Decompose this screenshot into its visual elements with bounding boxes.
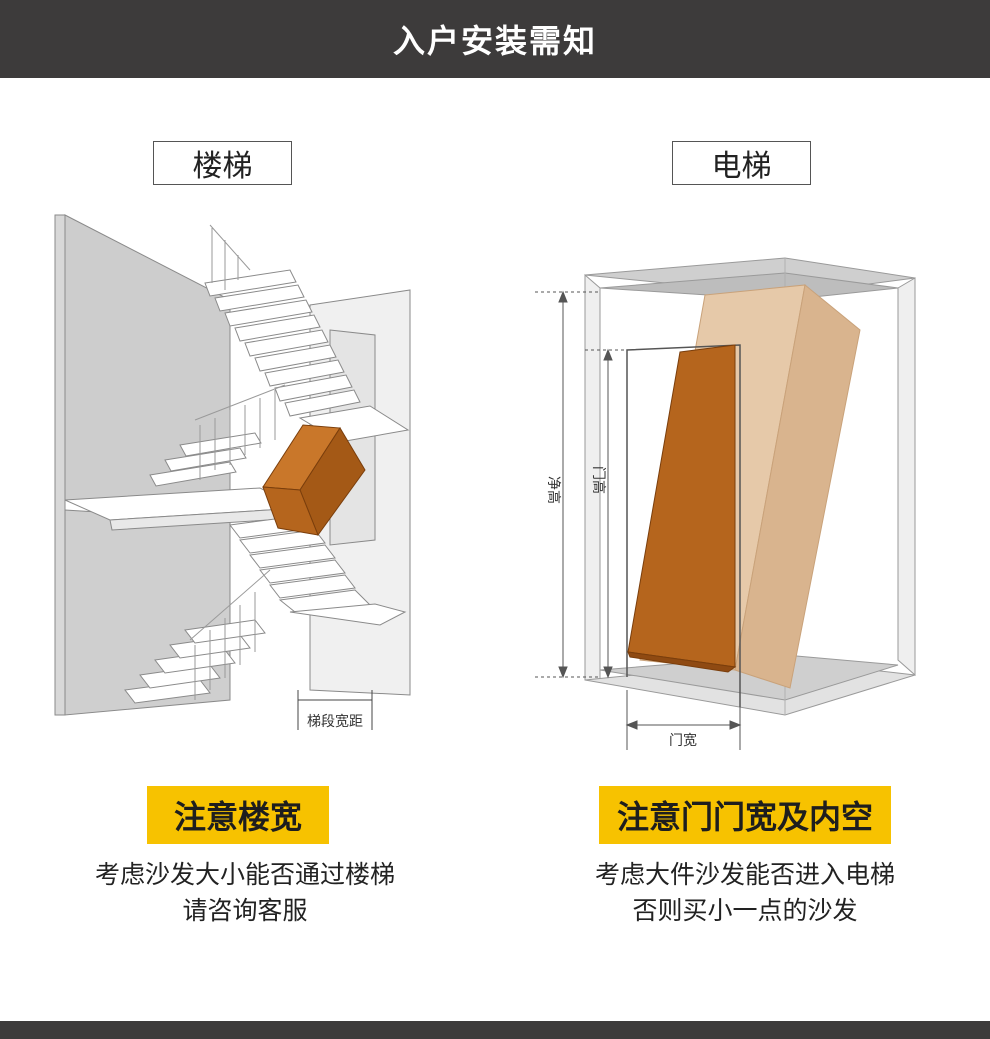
stairs-width-dimension (297, 690, 373, 730)
elevator-dimensions (535, 290, 742, 750)
stairs-label: 楼梯 (153, 141, 292, 185)
stairs-desc-line2: 请咨询客服 (182, 896, 308, 925)
elevator-desc-line2: 否则买小一点的沙发 (632, 896, 858, 925)
elevator-cabin (584, 257, 916, 716)
elevator-desc-line1: 考虑大件沙发能否进入电梯 (594, 860, 895, 889)
header-bar: 入户安装需知 (0, 0, 990, 78)
elevator-door-frame (626, 344, 741, 707)
sofa-box-elevator (627, 344, 737, 673)
door-width-label: 门宽 (669, 732, 697, 749)
elevator-label: 电梯 (672, 141, 811, 185)
elevator-tag: 注意门门宽及内空 (599, 786, 891, 844)
elevator-description: 考虑大件沙发能否进入电梯 否则买小一点的沙发 (540, 857, 950, 929)
net-height-label: 净高 (545, 476, 562, 504)
stairs-width-label: 梯段宽距 (307, 713, 363, 730)
page-title: 入户安装需知 (392, 22, 597, 60)
stairs-desc-line1: 考虑沙发大小能否通过楼梯 (94, 860, 395, 889)
sofa-box-stairs (262, 424, 366, 537)
stairs-drawing (54, 214, 411, 716)
stairs-tag: 注意楼宽 (147, 786, 329, 844)
footer-bar (0, 1021, 990, 1039)
stairs-description: 考虑沙发大小能否通过楼梯 请咨询客服 (40, 857, 450, 929)
door-height-label: 门高 (590, 466, 607, 494)
